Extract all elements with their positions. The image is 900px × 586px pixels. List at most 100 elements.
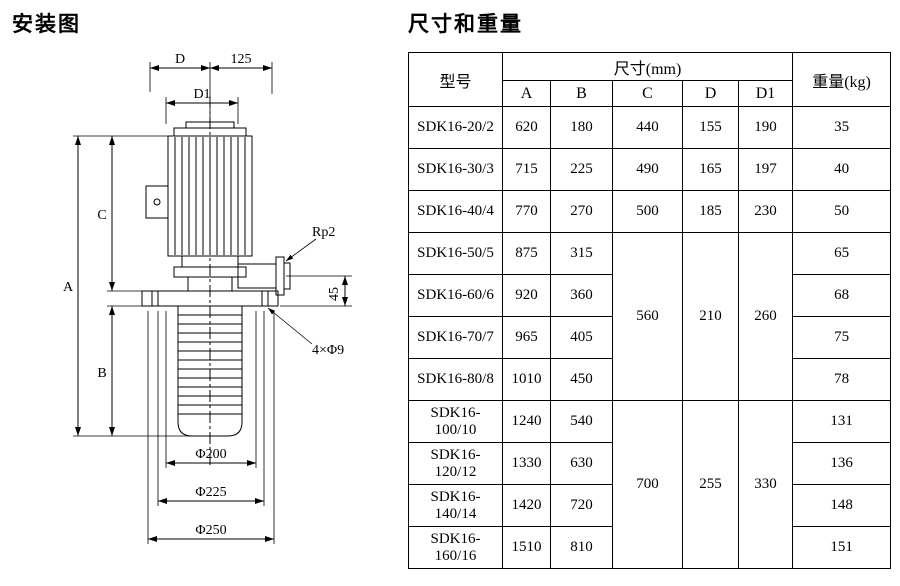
size-header: 尺寸(mm) <box>501 52 794 81</box>
dim-d-cell: 185 <box>682 190 739 233</box>
dim-label-phi200: Φ200 <box>195 447 226 462</box>
col-header-d: D <box>682 80 739 107</box>
dim-b-cell: 270 <box>550 190 613 233</box>
dim-d-merged-cell: 255 <box>682 400 739 569</box>
model-cell: SDK16-160/16 <box>408 526 503 569</box>
dim-label-phi250: Φ250 <box>195 523 226 538</box>
dim-a-cell: 1510 <box>502 526 551 569</box>
dim-label-d: D <box>175 52 185 67</box>
weight-cell: 148 <box>792 484 892 527</box>
weight-cell: 50 <box>792 190 892 233</box>
model-header: 型号 <box>408 52 503 107</box>
dim-a-cell: 875 <box>502 232 551 275</box>
dim-b-cell: 810 <box>550 526 613 569</box>
dim-a-cell: 620 <box>502 106 551 149</box>
dim-b-cell: 225 <box>550 148 613 191</box>
dimension-labels: D 125 D1 A C B Rp2 45 4×Φ9 Φ200 Φ225 Φ25… <box>63 52 344 538</box>
weight-cell: 40 <box>792 148 892 191</box>
junction-box <box>145 185 169 219</box>
dim-b-cell: 630 <box>550 442 613 485</box>
dim-b-cell: 720 <box>550 484 613 527</box>
table-row: SDK16-60/6 920 360 68 <box>408 274 892 317</box>
dim-b-cell: 180 <box>550 106 613 149</box>
dim-d1-cell: 190 <box>737 106 794 149</box>
table-row: SDK16-40/4 770 270 500 185 230 50 <box>408 190 892 233</box>
dim-label-a: A <box>63 280 74 295</box>
table-row: SDK16-140/14 1420 720 148 <box>408 484 892 527</box>
dim-label-125: 125 <box>231 52 252 67</box>
pump-stack <box>177 305 243 437</box>
model-cell: SDK16-30/3 <box>408 148 503 191</box>
model-cell: SDK16-140/14 <box>408 484 503 527</box>
dim-c-merged-cell: 560 <box>612 232 683 401</box>
model-cell: SDK16-20/2 <box>408 106 503 149</box>
table-row: SDK16-50/5 875 315 560 210 260 65 <box>408 232 892 401</box>
dim-b-cell: 360 <box>550 274 613 317</box>
dim-label-b: B <box>97 366 106 381</box>
dim-b-cell: 315 <box>550 232 613 275</box>
table-row: SDK16-160/16 1510 810 151 <box>408 526 892 569</box>
dim-b-cell: 450 <box>550 358 613 401</box>
dim-d1-cell: 197 <box>737 148 794 191</box>
weight-header: 重量(kg) <box>792 52 892 107</box>
dim-d1-merged-cell: 260 <box>737 232 794 401</box>
motor-fins <box>174 137 246 255</box>
weight-cell: 151 <box>792 526 892 569</box>
weight-cell: 75 <box>792 316 892 359</box>
dimensions-table: 型号 尺寸(mm) 重量(kg) A B C D D1 SDK16-20/2 6… <box>408 52 892 569</box>
col-header-c: C <box>612 80 683 107</box>
dimensions-table-wrap: 型号 尺寸(mm) 重量(kg) A B C D D1 SDK16-20/2 6… <box>408 52 892 569</box>
dim-a-cell: 1420 <box>502 484 551 527</box>
dim-d1-cell: 230 <box>737 190 794 233</box>
dim-a-cell: 965 <box>502 316 551 359</box>
dim-d-cell: 155 <box>682 106 739 149</box>
table-row: SDK16-70/7 965 405 75 <box>408 316 892 359</box>
dim-b-cell: 540 <box>550 400 613 443</box>
weight-cell: 65 <box>792 232 892 275</box>
dim-label-45: 45 <box>327 287 342 301</box>
dim-b-cell: 405 <box>550 316 613 359</box>
model-cell: SDK16-80/8 <box>408 358 503 401</box>
table-row: SDK16-100/10 1240 540 700 255 330 131 <box>408 400 892 569</box>
table-row: SDK16-20/2 620 180 440 155 190 35 <box>408 106 892 149</box>
installation-drawing: D 125 D1 A C B Rp2 45 4×Φ9 Φ200 Φ225 Φ25… <box>63 52 352 544</box>
dim-a-cell: 715 <box>502 148 551 191</box>
model-cell: SDK16-70/7 <box>408 316 503 359</box>
model-cell: SDK16-100/10 <box>408 400 503 443</box>
model-cell: SDK16-60/6 <box>408 274 503 317</box>
model-cell: SDK16-40/4 <box>408 190 503 233</box>
dim-a-cell: 1330 <box>502 442 551 485</box>
dim-c-merged-cell: 700 <box>612 400 683 569</box>
extension-lines <box>73 62 352 544</box>
model-cell: SDK16-120/12 <box>408 442 503 485</box>
dim-a-cell: 1010 <box>502 358 551 401</box>
dim-d-merged-cell: 210 <box>682 232 739 401</box>
col-header-a: A <box>502 80 551 107</box>
table-row: SDK16-30/3 715 225 490 165 197 40 <box>408 148 892 191</box>
dim-a-cell: 770 <box>502 190 551 233</box>
label-rp2: Rp2 <box>312 225 335 240</box>
dim-c-cell: 490 <box>612 148 683 191</box>
dim-d1-merged-cell: 330 <box>737 400 794 569</box>
dim-label-c: C <box>97 208 106 223</box>
dim-a-cell: 1240 <box>502 400 551 443</box>
dim-label-phi225: Φ225 <box>195 485 226 500</box>
dim-c-cell: 500 <box>612 190 683 233</box>
diagram-title: 安装图 <box>12 12 81 36</box>
weight-cell: 35 <box>792 106 892 149</box>
dimension-lines <box>75 65 348 542</box>
weight-cell: 136 <box>792 442 892 485</box>
dim-a-cell: 920 <box>502 274 551 317</box>
model-cell: SDK16-50/5 <box>408 232 503 275</box>
label-bolt-holes: 4×Φ9 <box>312 343 344 358</box>
col-header-d1: D1 <box>737 80 794 107</box>
header-row-1: 型号 尺寸(mm) 重量(kg) <box>408 52 892 107</box>
weight-cell: 131 <box>792 400 892 443</box>
col-header-b: B <box>550 80 613 107</box>
dim-d-cell: 165 <box>682 148 739 191</box>
weight-cell: 68 <box>792 274 892 317</box>
leader-lines <box>267 238 317 345</box>
table-title: 尺寸和重量 <box>408 12 523 36</box>
dim-c-cell: 440 <box>612 106 683 149</box>
